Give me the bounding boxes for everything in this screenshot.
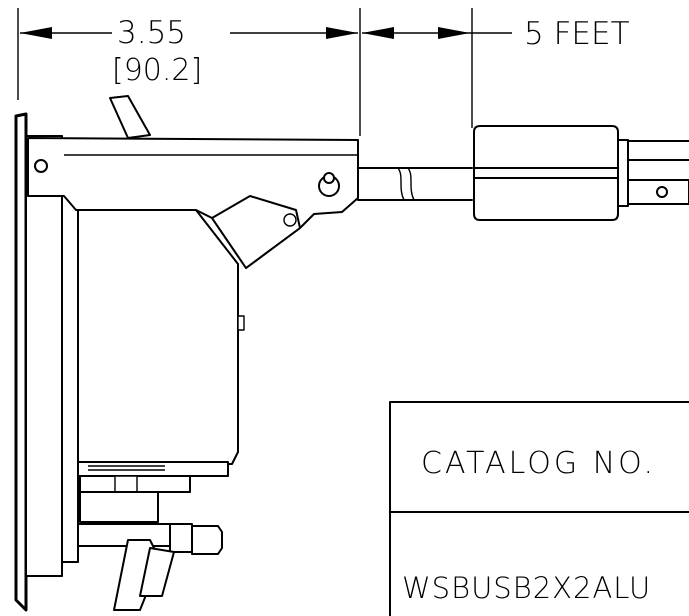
cord-break-mark-right: [407, 167, 415, 201]
hinge-pin: [34, 159, 48, 173]
wall-plate: [14, 112, 121, 612]
frame-wall: [61, 189, 79, 563]
arrowhead-cord-left: [362, 27, 394, 39]
flange-body: [25, 135, 63, 577]
plug-face: [617, 139, 629, 207]
plug-body: [473, 125, 619, 221]
dimension-cord: 5 FEET: [362, 8, 630, 128]
lid-tab: [109, 95, 151, 139]
cover-lid: [27, 95, 359, 269]
box-housing: [77, 209, 245, 523]
bracket-screw: [114, 475, 138, 493]
cord-break-mark-left: [397, 167, 405, 201]
clamp-lever: [139, 547, 175, 597]
power-cord: [357, 167, 473, 201]
catalog-label: CATALOG NO.: [421, 446, 656, 481]
plug: [473, 125, 689, 221]
flange-outer: [14, 112, 28, 612]
catalog-number: WSBUSB2X2ALU: [402, 571, 651, 605]
housing-body: [77, 209, 239, 465]
depth-mm-label: [90.2]: [112, 53, 202, 88]
latch-arm: [211, 195, 301, 269]
clamp-nut: [169, 523, 193, 553]
clamp-rail: [77, 523, 171, 547]
clamp-knob: [191, 525, 223, 555]
title-block-border: [389, 401, 689, 616]
depth-inches-label: 3.55: [117, 15, 186, 51]
arrowhead-cord-right: [438, 27, 470, 39]
arrowhead-left: [20, 27, 52, 39]
lower-block: [79, 491, 159, 523]
arrowhead-right: [326, 27, 358, 39]
cord-length-label: 5 FEET: [524, 16, 630, 52]
prong-hole: [656, 186, 668, 198]
housing-tab: [237, 315, 245, 331]
clamp-assembly: [77, 523, 223, 611]
dimension-depth: 3.55 [90.2]: [17, 8, 361, 136]
title-block: CATALOG NO. WSBUSB2X2ALU: [389, 401, 689, 616]
housing-base: [77, 461, 229, 477]
